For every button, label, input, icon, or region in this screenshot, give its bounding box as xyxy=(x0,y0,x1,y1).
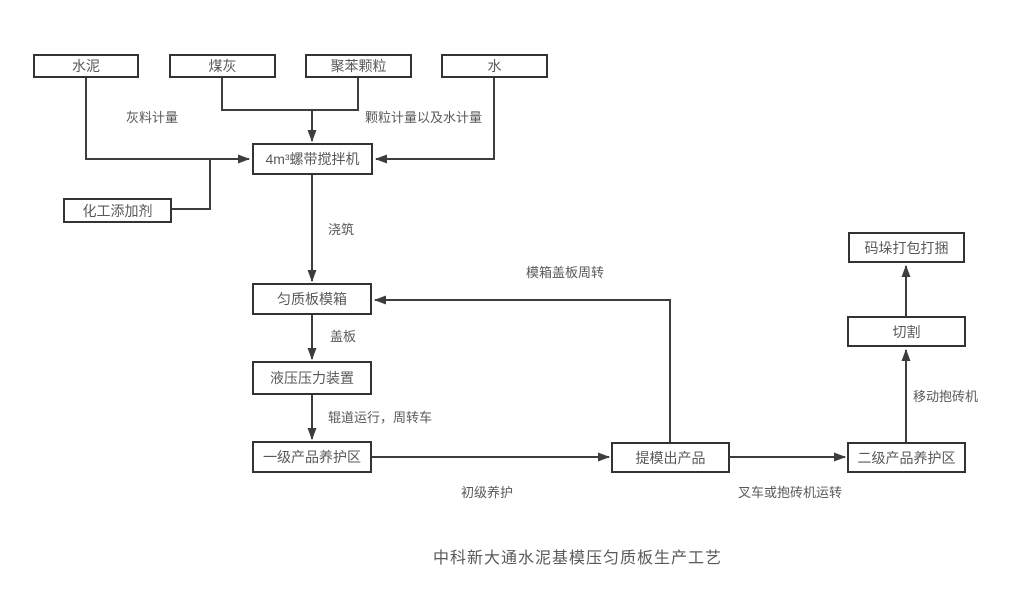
edge-demold-to-moldbox-return xyxy=(374,295,671,442)
node-water: 水 xyxy=(441,54,548,78)
node-polystyrene: 聚苯颗粒 xyxy=(305,54,412,78)
edge-coalash-polystyrene-junction xyxy=(221,78,359,111)
edge-label-pouring: 浇筑 xyxy=(328,222,355,237)
edge-label-mold-cover-turnover: 模箱盖板周转 xyxy=(526,265,605,280)
edge-cement-to-mixer xyxy=(85,78,250,164)
node-cement: 水泥 xyxy=(33,54,139,78)
edge-label-particle-water-metering: 颗粒计量以及水计量 xyxy=(365,110,483,125)
node-demolded-product: 提模出产品 xyxy=(611,442,730,473)
node-hydraulic-press: 液压压力装置 xyxy=(252,361,372,395)
edge-label-forklift-transfer: 叉车或抱砖机运转 xyxy=(738,485,843,500)
edge-label-cover-plate: 盖板 xyxy=(330,329,357,344)
edge-label-mobile-brick-machine: 移动抱砖机 xyxy=(913,389,979,404)
edge-water-to-mixer xyxy=(375,78,495,164)
edge-label-primary-curing: 初级养护 xyxy=(461,485,514,500)
node-additive: 化工添加剂 xyxy=(63,198,172,223)
node-palletizing: 码垛打包打捆 xyxy=(848,232,965,263)
node-curing-area-2: 二级产品养护区 xyxy=(847,442,966,473)
node-mold-box: 匀质板模箱 xyxy=(252,283,372,315)
edge-label-roller-transfer: 辊道运行，周转车 xyxy=(328,410,433,425)
edge-label-ash-metering: 灰料计量 xyxy=(126,110,179,125)
node-cutting: 切割 xyxy=(847,316,966,347)
diagram-title: 中科新大通水泥基模压匀质板生产工艺 xyxy=(433,550,723,567)
node-coal-ash: 煤灰 xyxy=(169,54,276,78)
node-mixer: 4m³螺带搅拌机 xyxy=(252,143,373,175)
node-curing-area-1: 一级产品养护区 xyxy=(252,441,372,473)
edge-additive-to-mixer-line xyxy=(172,160,211,210)
